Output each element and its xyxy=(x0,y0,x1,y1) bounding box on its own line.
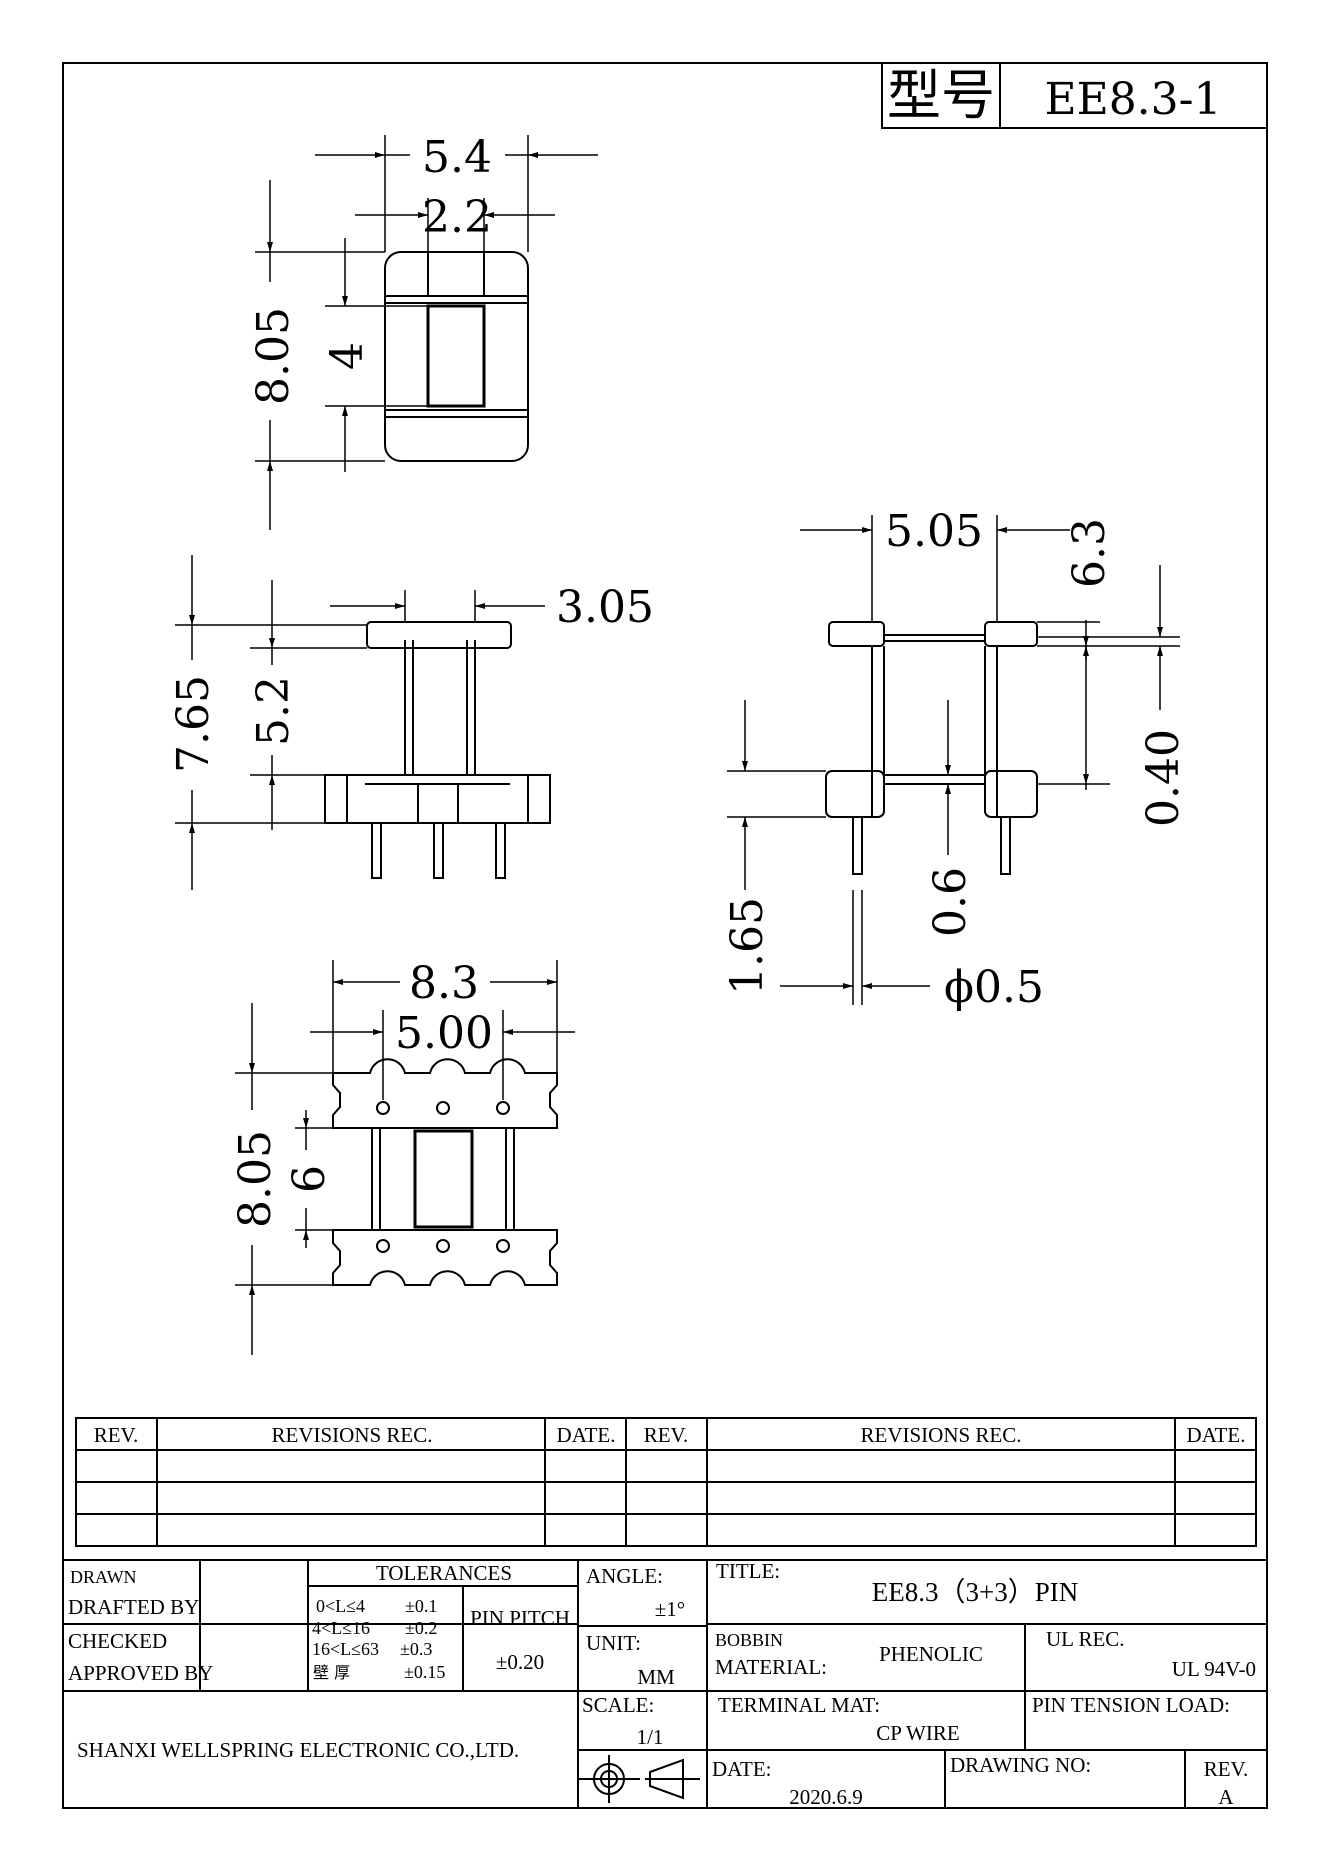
checked-label: CHECKED xyxy=(68,1629,167,1653)
ul-rec-value: UL 94V-0 xyxy=(1172,1657,1256,1681)
tolerance-range-2: 4<L≤16 xyxy=(312,1618,370,1638)
rev-label: REV. xyxy=(1204,1757,1249,1781)
unit-label: UNIT: xyxy=(586,1631,641,1655)
model-box: 型号 EE8.3-1 xyxy=(881,62,1268,129)
right-view xyxy=(727,515,1180,1005)
revisions-table xyxy=(75,1417,1257,1547)
pin-pitch-value: ±0.20 xyxy=(496,1650,544,1674)
tolerance-value-1: ±0.1 xyxy=(405,1596,437,1616)
bobbin-value: PHENOLIC xyxy=(879,1642,983,1666)
revisions-rec-header-1: REVISIONS REC. xyxy=(271,1423,432,1447)
tolerance-value-2: ±0.2 xyxy=(405,1618,437,1638)
ul-rec-label: UL REC. xyxy=(1046,1627,1125,1651)
date-header-1: DATE. xyxy=(557,1423,616,1447)
angle-value: ±1° xyxy=(655,1597,685,1621)
model-label: 型号 xyxy=(887,64,995,127)
title-value: EE8.3（3+3）PIN xyxy=(872,1577,1078,1607)
tolerance-range-4: 壁 厚 xyxy=(313,1663,350,1682)
tolerance-range-1: 0<L≤4 xyxy=(316,1596,365,1616)
tolerances-header: TOLERANCES xyxy=(376,1561,512,1585)
terminal-value: CP WIRE xyxy=(876,1721,959,1745)
revisions-rec-header-2: REVISIONS REC. xyxy=(860,1423,1021,1447)
date-label: DATE: xyxy=(712,1757,772,1781)
drawing-no-label: DRAWING NO: xyxy=(950,1753,1091,1777)
scale-value: 1/1 xyxy=(637,1725,664,1749)
bobbin-label-1: BOBBIN xyxy=(715,1630,783,1650)
angle-label: ANGLE: xyxy=(586,1564,663,1588)
side-view xyxy=(175,555,551,890)
rev-header-2: REV. xyxy=(644,1423,689,1447)
date-value: 2020.6.9 xyxy=(789,1785,863,1809)
drafted-by-label: DRAFTED BY xyxy=(68,1595,199,1619)
dim-right-flange: 0.40 xyxy=(1138,729,1189,827)
scale-label: SCALE: xyxy=(582,1693,654,1717)
rev-value: A xyxy=(1218,1785,1234,1809)
drawn-label: DRAWN xyxy=(70,1567,137,1587)
terminal-label: TERMINAL MAT: xyxy=(718,1693,880,1717)
tolerance-range-3: 16<L≤63 xyxy=(312,1639,379,1659)
rev-header-1: REV. xyxy=(94,1423,139,1447)
company-name: SHANXI WELLSPRING ELECTRONIC CO.,LTD. xyxy=(77,1738,519,1762)
dim-side-inner: 5.2 xyxy=(248,676,299,746)
approved-by-label: APPROVED BY xyxy=(68,1661,213,1685)
dim-bottom-inner: 6 xyxy=(284,1165,335,1193)
dim-right-width: 5.05 xyxy=(885,506,983,557)
dim-side-flange: 3.05 xyxy=(556,582,654,633)
dim-bottom-height: 8.05 xyxy=(230,1130,281,1228)
unit-value: MM xyxy=(637,1665,675,1689)
title-block xyxy=(63,1559,1267,1808)
dim-right-top: 6.3 xyxy=(1064,518,1115,588)
top-view xyxy=(255,135,598,530)
bobbin-label-2: MATERIAL: xyxy=(715,1655,827,1679)
dim-top-window: 4 xyxy=(322,342,373,370)
dim-pin-dia: ϕ0.5 xyxy=(944,962,1044,1013)
bottom-view xyxy=(235,960,575,1355)
dim-top-width: 5.4 xyxy=(422,132,492,183)
date-header-2: DATE. xyxy=(1187,1423,1246,1447)
dim-right-gap: 0.6 xyxy=(925,867,976,937)
projection-symbol-icon xyxy=(578,1755,700,1803)
sheet-border xyxy=(62,62,1268,1809)
dim-side-height: 7.65 xyxy=(168,675,219,773)
dim-bottom-width: 8.3 xyxy=(409,958,479,1009)
tolerance-value-3: ±0.3 xyxy=(400,1639,432,1659)
title-label: TITLE: xyxy=(716,1559,780,1583)
dim-top-inner: 2.2 xyxy=(422,192,492,243)
model-value: EE8.3-1 xyxy=(1044,74,1221,125)
pin-pitch-label: PIN PITCH xyxy=(470,1606,570,1630)
dim-bottom-pitch: 5.00 xyxy=(395,1008,493,1059)
dim-right-base: 1.65 xyxy=(722,897,773,995)
pin-tension-label: PIN TENSION LOAD: xyxy=(1032,1693,1230,1717)
dim-top-height: 8.05 xyxy=(248,307,299,405)
tolerance-value-4: ±0.15 xyxy=(404,1662,445,1682)
